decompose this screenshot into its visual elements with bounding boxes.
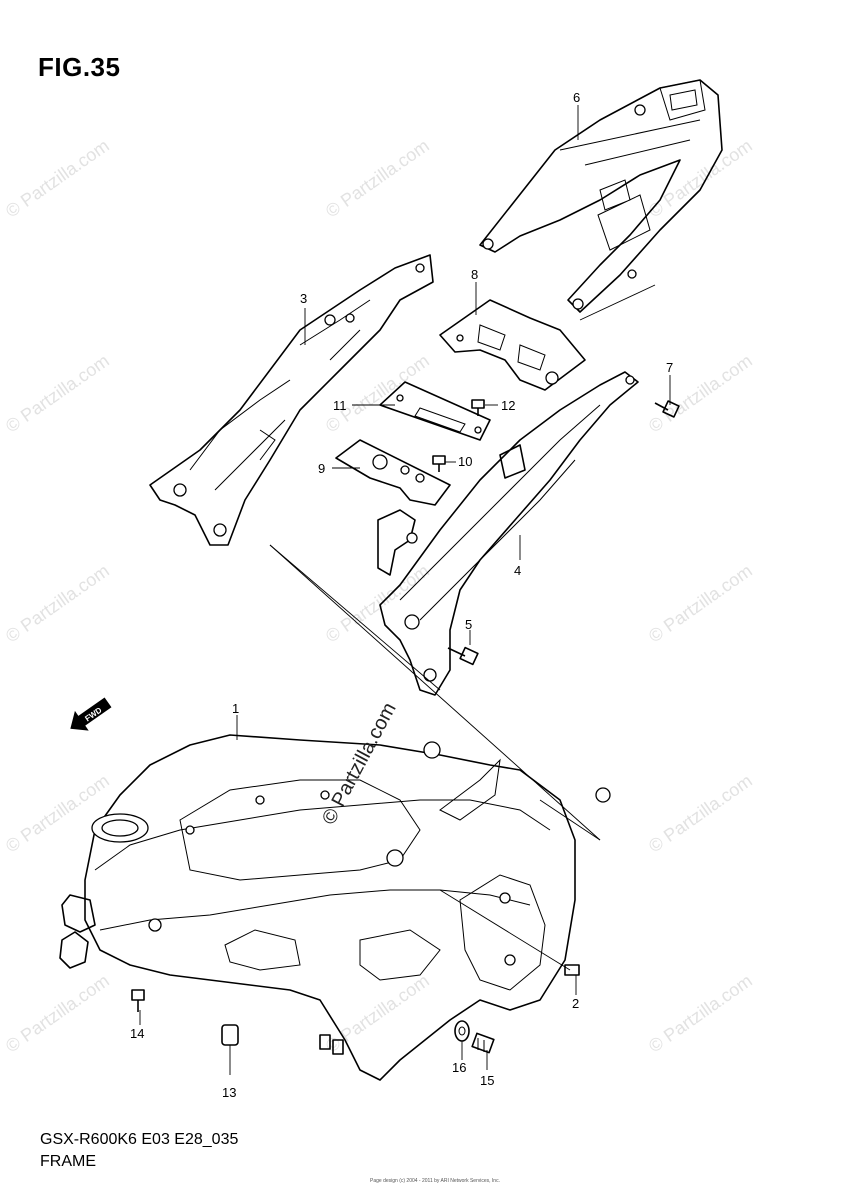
part-7-bolt[interactable] bbox=[654, 400, 680, 418]
part-9-bracket[interactable] bbox=[335, 439, 451, 506]
callout-15: 15 bbox=[480, 1073, 494, 1088]
callout-labels: 6 3 8 7 11 12 9 10 4 5 1 2 14 13 16 15 bbox=[130, 90, 673, 1100]
callout-13: 13 bbox=[222, 1085, 236, 1100]
copyright-fine-print: Page design (c) 2004 - 2011 by ARI Netwo… bbox=[370, 1178, 500, 1184]
callout-12: 12 bbox=[501, 398, 515, 413]
part-3-left-seat-rail[interactable] bbox=[149, 254, 434, 546]
figure-name: FRAME bbox=[40, 1153, 96, 1170]
part-5-bolt[interactable] bbox=[447, 646, 479, 666]
frame-lower-bolts bbox=[319, 1034, 344, 1055]
callout-16: 16 bbox=[452, 1060, 466, 1075]
part-2-nut[interactable] bbox=[564, 964, 580, 976]
figure-title: FIG.35 bbox=[38, 52, 121, 82]
callout-8: 8 bbox=[471, 267, 478, 282]
fwd-arrow-icon: FWD bbox=[70, 697, 112, 731]
part-16-washer[interactable] bbox=[454, 1020, 470, 1042]
callout-6: 6 bbox=[573, 90, 580, 105]
callout-14: 14 bbox=[130, 1026, 144, 1041]
callout-3: 3 bbox=[300, 291, 307, 306]
assembly-guide-lines bbox=[269, 284, 656, 971]
callout-9: 9 bbox=[318, 461, 325, 476]
figure-code: GSX-R600K6 E03 E28_035 bbox=[40, 1131, 239, 1148]
callout-1: 1 bbox=[232, 701, 239, 716]
part-15-bolt[interactable] bbox=[471, 1032, 495, 1054]
part-11-plate[interactable] bbox=[379, 381, 491, 441]
callout-11: 11 bbox=[333, 398, 347, 413]
callout-4: 4 bbox=[514, 563, 521, 578]
part-8-bracket[interactable] bbox=[439, 299, 586, 391]
part-14-bolt[interactable] bbox=[131, 989, 145, 1012]
part-4-right-seat-rail[interactable] bbox=[377, 371, 639, 696]
callout-10: 10 bbox=[458, 454, 472, 469]
callout-leaders bbox=[139, 105, 671, 1075]
part-6-seat-rail-frame[interactable] bbox=[479, 79, 723, 313]
part-13-spacer[interactable] bbox=[221, 1024, 239, 1046]
part-1-main-frame[interactable] bbox=[59, 734, 611, 1081]
callout-5: 5 bbox=[465, 617, 472, 632]
part-12-bolt[interactable] bbox=[471, 399, 485, 416]
callout-7: 7 bbox=[666, 360, 673, 375]
callout-2: 2 bbox=[572, 996, 579, 1011]
part-10-bolt[interactable] bbox=[432, 455, 446, 472]
